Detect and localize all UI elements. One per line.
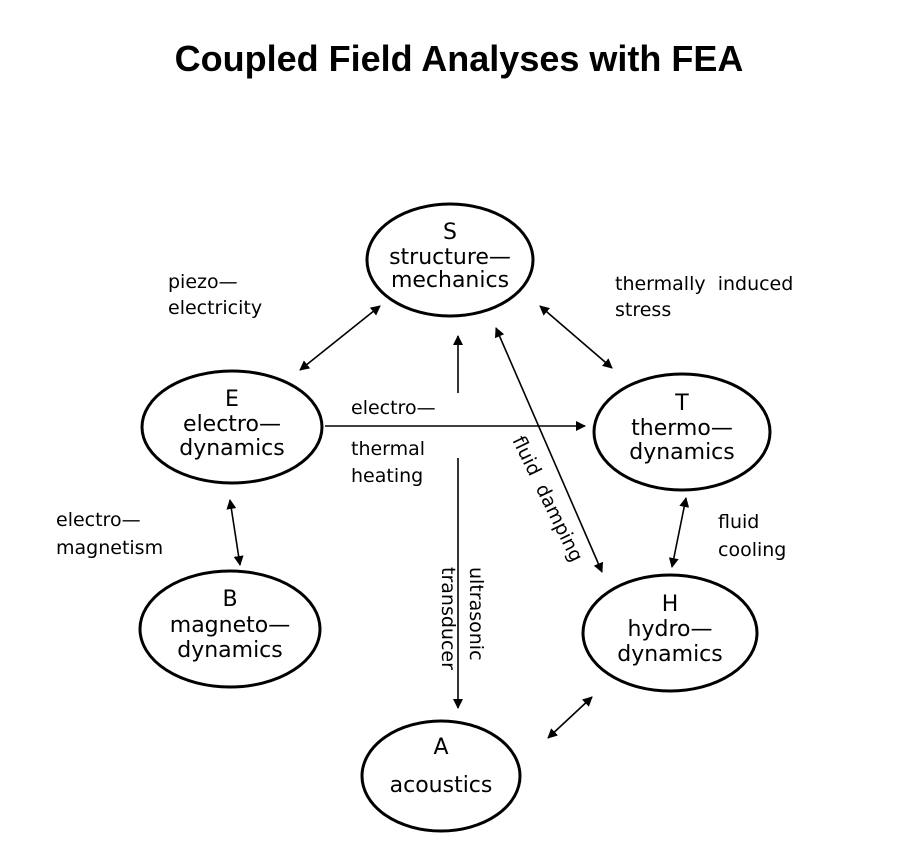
label-fluid-cooling-line2: cooling (718, 539, 786, 561)
node-structure-line2: mechanics (391, 268, 509, 293)
label-electrothermal-line1: electro— (351, 397, 436, 419)
node-acoustics-letter: A (433, 735, 448, 760)
label-piezo-line2: electricity (168, 297, 262, 319)
node-hydrodynamics-line2: dynamics (617, 642, 723, 667)
node-hydrodynamics-line1: hydro— (628, 617, 713, 642)
arrow-electro-magneto (226, 499, 244, 566)
node-magnetodynamics: B magneto— dynamics (138, 569, 322, 689)
node-thermodynamics-line2: dynamics (629, 440, 735, 465)
node-hydrodynamics: H hydro— dynamics (581, 573, 759, 693)
node-thermodynamics: T thermo— dynamics (592, 372, 772, 492)
label-electrothermal-line3: heating (351, 465, 423, 487)
node-acoustics-line1: acoustics (390, 773, 493, 798)
diagram-title: Coupled Field Analyses with FEA (174, 38, 744, 79)
label-thermal-stress-line2: stress (615, 299, 671, 321)
node-thermodynamics-letter: T (674, 391, 689, 416)
label-ultrasonic-line2: transducer (437, 567, 459, 670)
node-magnetodynamics-letter: B (222, 587, 237, 612)
label-electromagnetism-line2: magnetism (56, 537, 163, 559)
arrow-hydro-acoustics (547, 696, 593, 739)
node-electrodynamics: E electro— dynamics (140, 369, 324, 485)
arrow-electro-structure (299, 305, 381, 371)
node-structure: S structure— mechanics (365, 202, 535, 318)
arrow-thermo-hydro (668, 497, 690, 568)
label-electromagnetism-line1: electro— (56, 509, 141, 531)
label-fluid-damping: fluid damping (508, 433, 588, 566)
node-magnetodynamics-line2: dynamics (177, 638, 283, 663)
arrow-structure-thermo (539, 305, 613, 369)
label-electrothermal-line2: thermal (351, 438, 425, 460)
node-structure-letter: S (443, 220, 457, 245)
node-electrodynamics-line1: electro— (183, 412, 281, 437)
node-electrodynamics-letter: E (225, 387, 239, 412)
node-thermodynamics-line1: thermo— (631, 416, 733, 441)
label-ultrasonic-line1: ultrasonic (465, 567, 487, 661)
label-thermal-stress-line1: thermally induced (615, 273, 793, 295)
label-piezo-line1: piezo— (168, 271, 238, 293)
node-hydrodynamics-letter: H (662, 592, 679, 617)
node-magnetodynamics-line1: magneto— (170, 613, 290, 638)
node-acoustics: A acoustics (360, 719, 522, 833)
label-fluid-cooling-line1: fluid (718, 511, 759, 533)
arrow-structure-hydro (495, 327, 603, 573)
node-structure-line1: structure— (389, 245, 511, 270)
node-electrodynamics-line2: dynamics (179, 436, 285, 461)
